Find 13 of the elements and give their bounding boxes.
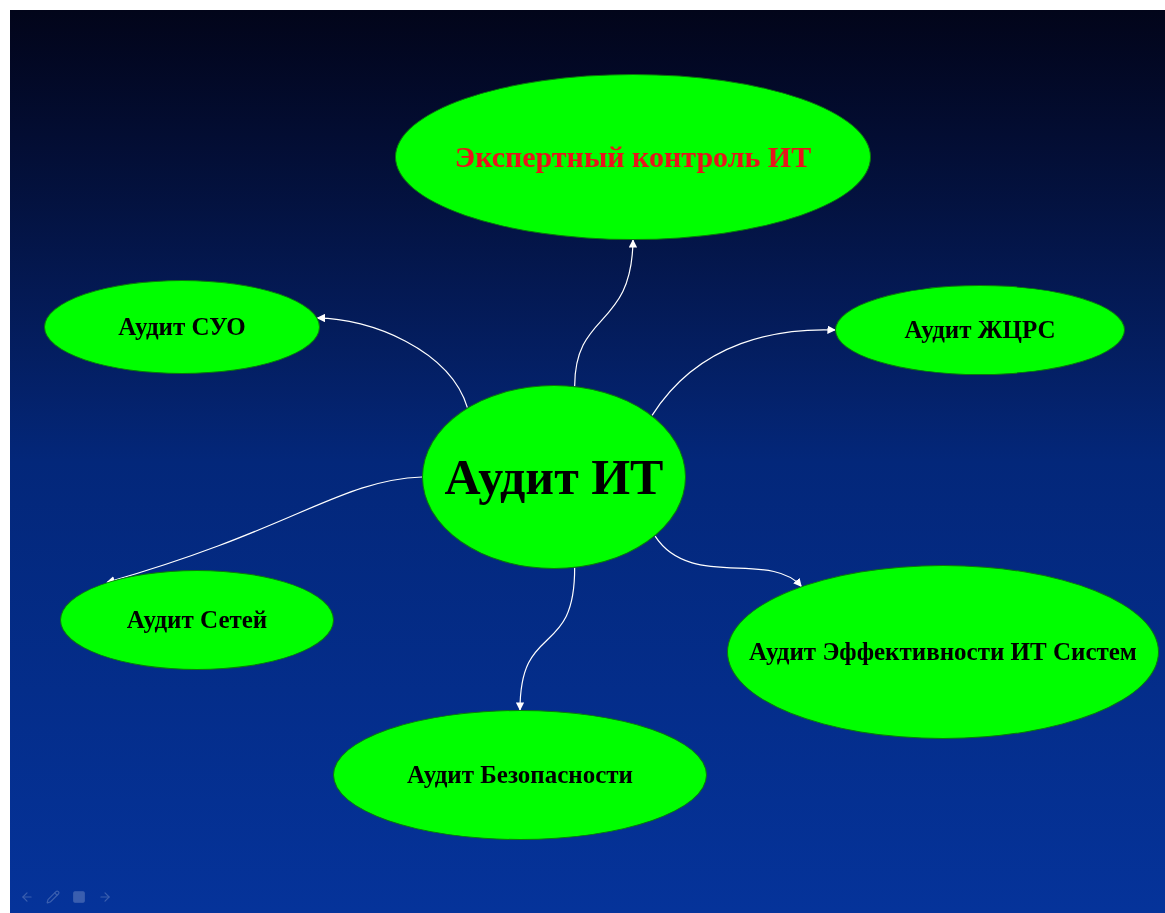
curved-arrow xyxy=(651,325,836,417)
curved-arrow xyxy=(316,314,468,409)
node-label: Аудит ЖЦРС xyxy=(904,315,1056,346)
curved-arrow xyxy=(516,567,576,711)
curved-arrow xyxy=(574,239,637,387)
node-label: Экспертный контроль ИТ xyxy=(454,139,812,176)
node-label: Аудит Безопасности xyxy=(407,760,633,791)
node-label: Аудит ИТ xyxy=(444,447,664,507)
node-label: Аудит СУО xyxy=(118,312,246,343)
node-label: Аудит Сетей xyxy=(126,605,268,636)
curved-arrow xyxy=(106,476,423,585)
node-label: Аудит Эффективности ИТ Систем xyxy=(749,637,1137,668)
curved-arrow xyxy=(654,535,802,587)
